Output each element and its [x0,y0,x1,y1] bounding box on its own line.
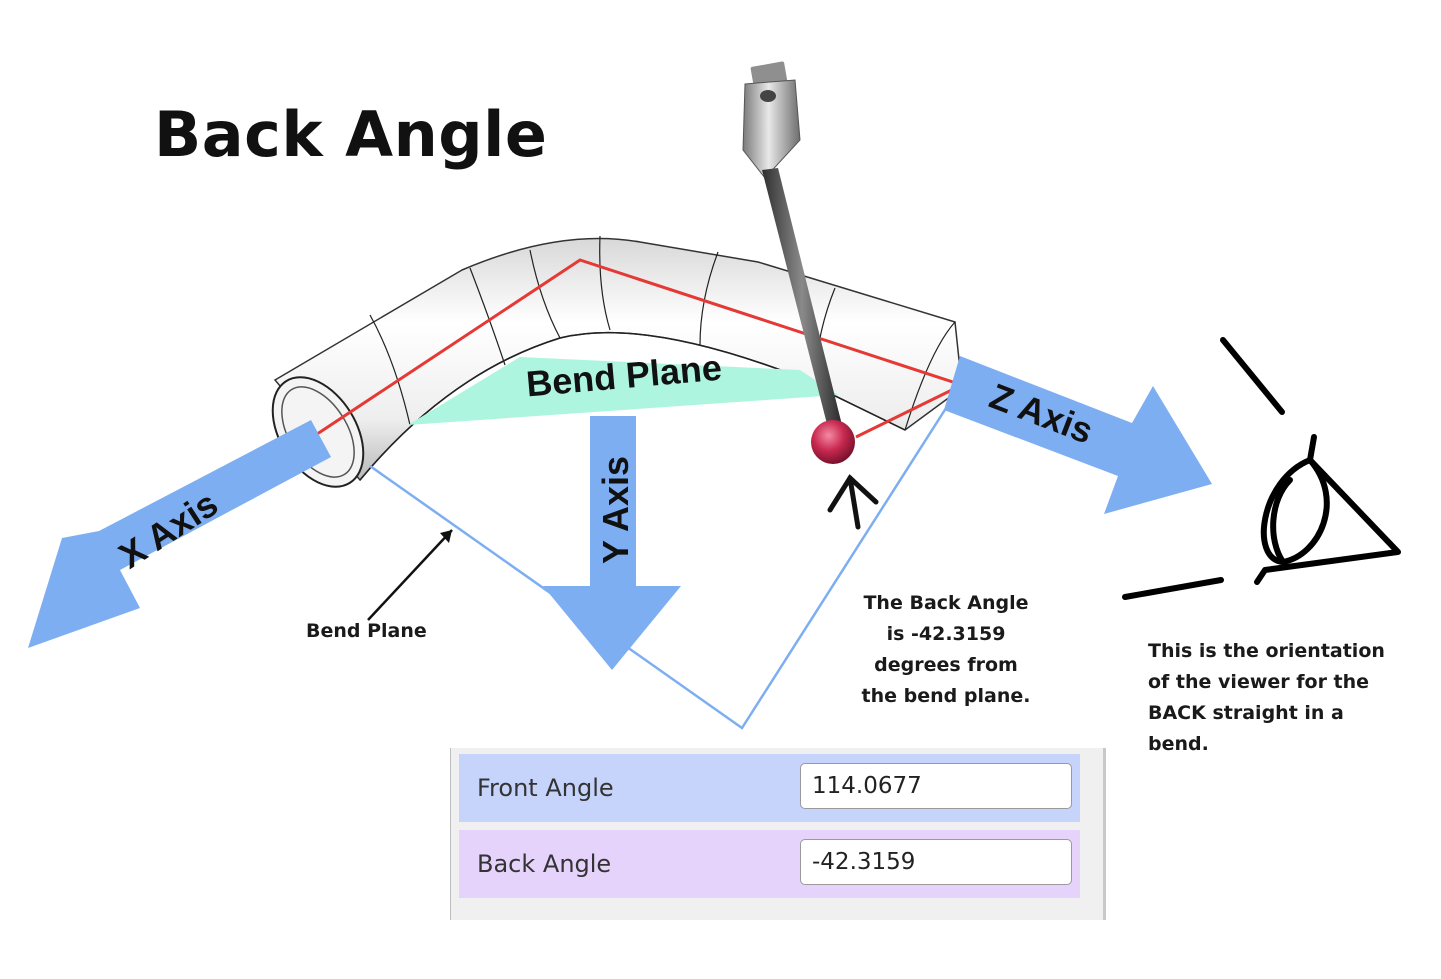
viewer-note-line: This is the orientation [1148,640,1385,662]
bend-plane-callout-arrow [367,529,453,621]
viewer-orientation-note: This is the orientation of the viewer fo… [1148,636,1408,760]
y-axis-arrow [543,416,681,670]
viewer-note-line: bend. [1148,733,1209,755]
z-axis-arrow [944,356,1212,514]
page-title: Back Angle [154,98,548,171]
bend-plane-fill [408,357,838,425]
front-angle-label: Front Angle [477,774,614,802]
back-angle-pointer-icon [827,474,879,530]
projection-line [369,404,950,730]
back-angle-note-line: is -42.3159 [886,623,1006,645]
back-angle-row: Back Angle -42.3159 [459,830,1080,898]
y-axis-label: Y Axis [595,456,636,564]
back-angle-note-line: the bend plane. [861,685,1031,707]
bend-plane-outline [289,258,966,454]
back-angle-label: Back Angle [477,850,612,878]
viewer-note-line: BACK straight in a [1148,702,1344,724]
probe-stylus-icon [742,61,855,464]
back-angle-note-line: degrees from [874,654,1018,676]
front-angle-row: Front Angle 114.0677 [459,754,1080,822]
back-angle-field[interactable]: -42.3159 [800,839,1072,885]
front-angle-field[interactable]: 114.0677 [800,763,1072,809]
x-axis-arrow [28,420,331,648]
angle-properties-panel: Front Angle 114.0677 Back Angle -42.3159 [450,748,1106,920]
bend-plane-callout-label: Bend Plane [306,620,427,642]
back-angle-note-line: The Back Angle [863,592,1029,614]
back-angle-note: The Back Angle is -42.3159 degrees from … [846,588,1046,712]
eye-icon [1122,337,1401,600]
viewer-note-line: of the viewer for the [1148,671,1370,693]
